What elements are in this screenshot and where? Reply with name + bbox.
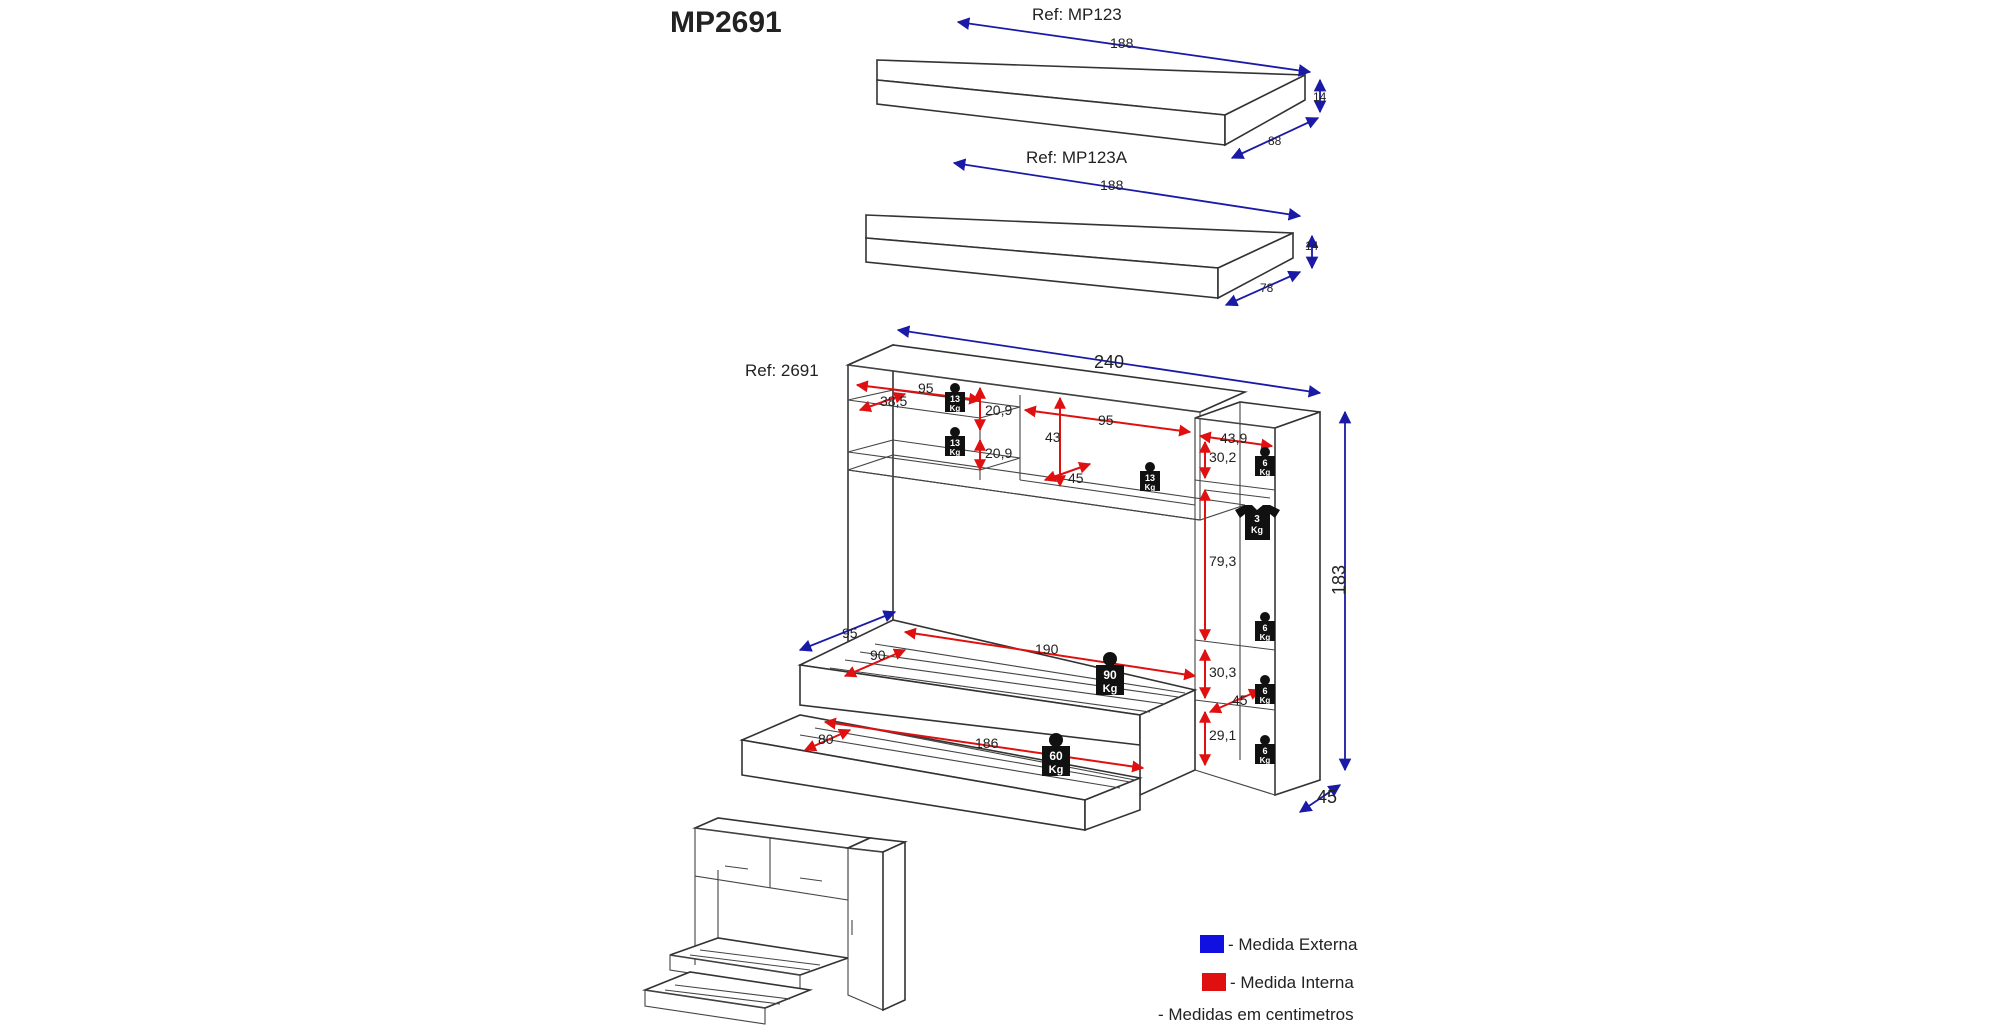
- side-mid-niche: 30,3: [1209, 664, 1236, 680]
- svg-text:6: 6: [1262, 458, 1267, 468]
- load-side-wardrobe-base-icon: 6 Kg: [1255, 612, 1275, 642]
- svg-text:Kg: Kg: [1260, 633, 1271, 642]
- ext-width: 240: [1094, 352, 1124, 372]
- top-b-width: 188: [1100, 177, 1124, 193]
- svg-text:90: 90: [1103, 668, 1117, 682]
- svg-text:3: 3: [1254, 514, 1260, 525]
- niche-height-lower: 20,9: [985, 445, 1012, 461]
- svg-text:6: 6: [1262, 623, 1267, 633]
- upper-right-width: 95: [1098, 412, 1114, 428]
- product-title: MP2691: [670, 6, 782, 39]
- load-side-top-icon: 6 Kg: [1255, 447, 1275, 477]
- upper-right-depth: 45: [1068, 470, 1084, 486]
- side-width: 43,9: [1220, 430, 1247, 446]
- top-a-height: 14: [1313, 90, 1327, 104]
- bed-width: 90: [870, 647, 886, 663]
- top-b-height: 14: [1305, 239, 1319, 253]
- svg-text:Kg: Kg: [1103, 683, 1118, 695]
- wardrobe-height: 79,3: [1209, 553, 1236, 569]
- ref-label-a: Ref: MP123: [1032, 5, 1122, 24]
- svg-text:Kg: Kg: [1260, 468, 1271, 477]
- bed-length: 190: [1035, 641, 1059, 657]
- svg-text:Kg: Kg: [1049, 764, 1064, 776]
- top-board-b: Ref: MP123A 188 14 78: [865, 148, 1319, 307]
- svg-text:13: 13: [950, 394, 960, 404]
- top-b-depth: 78: [1260, 281, 1274, 295]
- svg-text:Kg: Kg: [1145, 483, 1156, 492]
- side-top-niche: 30,2: [1209, 449, 1236, 465]
- upper-right-height: 43: [1045, 429, 1061, 445]
- top-a-depth: 88: [1268, 134, 1282, 148]
- side-bottom-niche: 29,1: [1209, 727, 1236, 743]
- svg-text:Kg: Kg: [1251, 525, 1263, 535]
- svg-text:Kg: Kg: [950, 448, 961, 457]
- bed-depth: 95: [842, 625, 858, 641]
- load-shelf-upper-icon: 13 Kg: [945, 383, 965, 413]
- main-unit: Ref: 2691: [739, 325, 1352, 832]
- shelf-width-left: 95: [918, 380, 934, 396]
- load-side-mid-icon: 6 Kg: [1255, 675, 1275, 705]
- svg-text:6: 6: [1262, 686, 1267, 696]
- niche-height-upper: 20,9: [985, 402, 1012, 418]
- legend-internal-label: - Medida Interna: [1230, 973, 1354, 992]
- load-hanger-icon: 3 Kg: [1235, 505, 1280, 540]
- ref-label-b: Ref: MP123A: [1026, 148, 1128, 167]
- ext-depth: 45: [1317, 787, 1337, 807]
- legend-internal-swatch: [1202, 973, 1226, 991]
- load-side-bottom-icon: 6 Kg: [1255, 735, 1275, 765]
- svg-text:13: 13: [950, 438, 960, 448]
- ext-height: 183: [1329, 565, 1349, 595]
- legend-external-swatch: [1200, 935, 1224, 953]
- svg-text:Kg: Kg: [1260, 756, 1271, 765]
- assembled-thumbnail: [641, 817, 908, 1025]
- trundle-length: 186: [975, 735, 999, 751]
- side-depth: 45: [1232, 692, 1248, 708]
- svg-text:6: 6: [1262, 746, 1267, 756]
- legend: - Medida Externa - Medida Interna - Medi…: [1158, 935, 1358, 1024]
- shelf-depth-left: 38,5: [880, 393, 907, 409]
- svg-text:13: 13: [1145, 473, 1155, 483]
- legend-units-label: - Medidas em centimetros: [1158, 1005, 1354, 1024]
- svg-text:60: 60: [1049, 749, 1063, 763]
- load-upper-right-icon: 13 Kg: [1140, 462, 1160, 492]
- load-trundle-icon: 60 Kg: [1042, 733, 1070, 776]
- svg-text:Kg: Kg: [950, 404, 961, 413]
- svg-text:Kg: Kg: [1260, 696, 1271, 705]
- load-shelf-lower-icon: 13 Kg: [945, 427, 965, 457]
- top-board-a: Ref: MP123 188 14 88: [876, 5, 1327, 159]
- top-a-width: 188: [1110, 35, 1134, 51]
- trundle-width: 80: [818, 731, 834, 747]
- legend-external-label: - Medida Externa: [1228, 935, 1358, 954]
- load-bed-icon: 90 Kg: [1096, 652, 1124, 695]
- ref-label-main: Ref: 2691: [745, 361, 819, 380]
